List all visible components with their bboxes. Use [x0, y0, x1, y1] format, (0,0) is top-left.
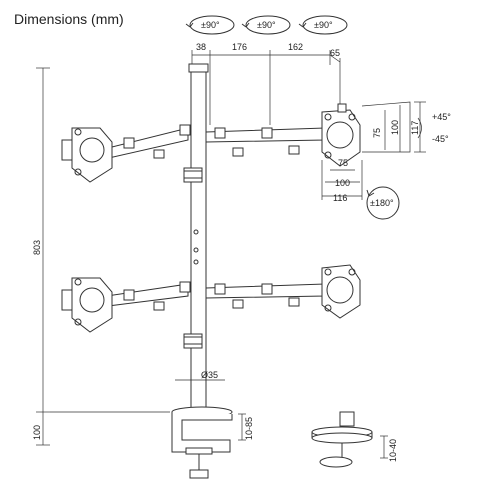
- desk-clamp: [171, 406, 246, 479]
- vesa-outer-v-label: 100: [390, 120, 400, 135]
- pole-height-label: 803: [32, 240, 42, 255]
- vesa-plate-top-left: [61, 127, 113, 183]
- vesa-inner-h-label: 75: [338, 158, 348, 168]
- vesa-dimension-lines: [321, 101, 426, 200]
- arm-rotation-label-2: ±90°: [257, 20, 276, 30]
- arm-rotation-label-3: ±90°: [314, 20, 333, 30]
- vesa-plate-bottom-right: [321, 264, 361, 319]
- tilt-up-label: +45°: [432, 112, 451, 122]
- arm-seg1-label: 176: [232, 42, 247, 52]
- base-height-label: 100: [32, 425, 42, 440]
- vesa-outer-h-label: 100: [335, 178, 350, 188]
- pole-diameter-label: Ø35: [201, 370, 218, 380]
- vesa-inner-v-label: 75: [372, 128, 382, 138]
- rotation-icon-arm-1: [185, 15, 235, 35]
- pole: [183, 63, 209, 414]
- vesa-plate-top-right: [321, 103, 361, 167]
- plate-height-label: 117: [410, 121, 420, 135]
- height-dimension-lines: [36, 67, 225, 446]
- lower-arm-assembly: [99, 281, 326, 311]
- arm-dimension-lines: [191, 50, 341, 125]
- head-offset-label: 65: [330, 48, 340, 58]
- plate-width-label: 116: [333, 193, 347, 203]
- rotation-icon-arm-3: [298, 15, 348, 35]
- grommet-range-label: 10-40: [388, 439, 398, 462]
- arm-rotation-label-1: ±90°: [201, 20, 220, 30]
- tilt-down-label: -45°: [432, 134, 449, 144]
- pole-offset-label: 38: [196, 42, 206, 52]
- clamp-range-label: 10-85: [244, 417, 254, 440]
- vesa-plate-bottom-left: [61, 277, 113, 333]
- arm-seg2-label: 162: [288, 42, 303, 52]
- rotation-icon-arm-2: [241, 15, 291, 35]
- swivel-label: ±180°: [370, 198, 394, 208]
- diagram-title: Dimensions (mm): [14, 11, 124, 27]
- upper-arm-assembly: [99, 124, 326, 161]
- swivel-rotation-icon: [366, 186, 400, 220]
- grommet-mount: [311, 411, 388, 468]
